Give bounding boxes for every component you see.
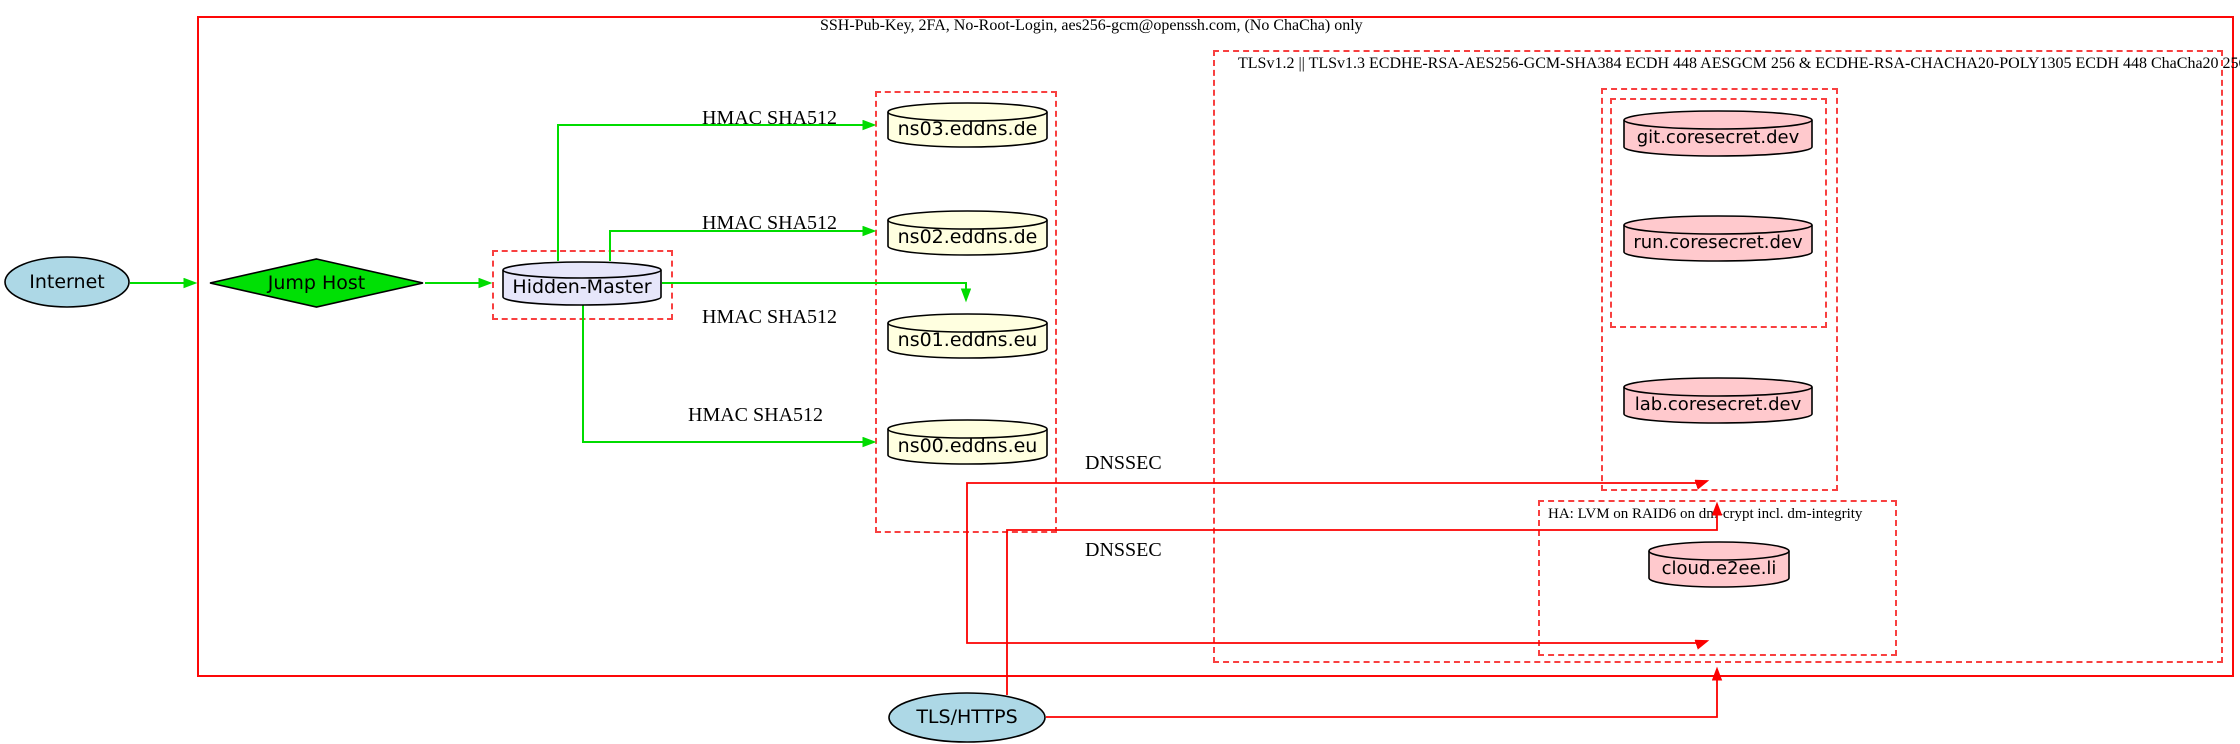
node-lab-coresecret-label: lab.coresecret.dev (1634, 393, 1802, 415)
cylinder-shape (502, 261, 662, 306)
node-ns02-label: ns02.eddns.de (897, 225, 1038, 248)
node-ns03-label: ns03.eddns.de (897, 117, 1038, 140)
cluster-tls-ciphers (1213, 50, 2223, 663)
node-run-coresecret-label: run.coresecret.dev (1633, 231, 1803, 253)
node-run-coresecret: run.coresecret.dev (1623, 215, 1813, 262)
node-ns02: ns02.eddns.de (887, 210, 1048, 256)
node-git-coresecret-label: git.coresecret.dev (1636, 126, 1800, 148)
ellipse-shape (888, 692, 1046, 743)
cluster-tls-label: TLSv1.2 || TLSv1.3 ECDHE-RSA-AES256-GCM-… (1238, 55, 2240, 72)
edge-label-dnssec-coresecret: DNSSEC (1085, 452, 1162, 474)
cylinder-shape (887, 102, 1048, 148)
node-internet-label: Internet (29, 270, 105, 293)
node-tls-https-label: TLS/HTTPS (916, 706, 1018, 728)
edge-label-hmac-ns00: HMAC SHA512 (688, 404, 824, 426)
ellipse-shape (4, 256, 130, 308)
node-git-coresecret: git.coresecret.dev (1623, 110, 1813, 157)
cluster-coresecret-outer (1601, 88, 1838, 491)
cylinder-shape (1623, 215, 1813, 262)
node-ns00-label: ns00.eddns.eu (897, 434, 1038, 457)
node-hidden-master-label: Hidden-Master (512, 276, 652, 298)
node-lab-coresecret: lab.coresecret.dev (1623, 377, 1813, 424)
cluster-ssh-label: SSH-Pub-Key, 2FA, No-Root-Login, aes256-… (820, 17, 1363, 34)
node-cloud-e2ee: cloud.e2ee.li (1648, 541, 1790, 588)
cluster-ha-label: HA: LVM on RAID6 on dm-crypt incl. dm-in… (1548, 506, 1863, 522)
edge-label-hmac-ns01: HMAC SHA512 (702, 306, 838, 328)
node-jump-host: Jump Host (208, 258, 425, 308)
node-ns01: ns01.eddns.eu (887, 313, 1048, 359)
cylinder-shape (887, 210, 1048, 256)
cluster-coresecret-inner (1610, 98, 1827, 328)
cylinder-shape (887, 313, 1048, 359)
cylinder-shape (1623, 110, 1813, 157)
node-hidden-master: Hidden-Master (502, 261, 662, 306)
cluster-ns-pool (875, 91, 1057, 533)
edge-label-hmac-ns02: HMAC SHA512 (702, 212, 838, 234)
node-jump-host-label: Jump Host (267, 271, 366, 294)
node-ns03: ns03.eddns.de (887, 102, 1048, 148)
edge-label-hmac-ns03: HMAC SHA512 (702, 107, 838, 129)
cylinder-shape (1623, 377, 1813, 424)
cylinder-shape (1648, 541, 1790, 588)
node-internet: Internet (4, 256, 130, 308)
edge-label-dnssec-ha: DNSSEC (1085, 539, 1162, 561)
node-tls-https: TLS/HTTPS (888, 692, 1046, 743)
diamond-shape (209, 258, 424, 308)
node-ns00: ns00.eddns.eu (887, 419, 1048, 465)
node-cloud-e2ee-label: cloud.e2ee.li (1661, 557, 1777, 579)
cylinder-shape (887, 419, 1048, 465)
node-ns01-label: ns01.eddns.eu (897, 328, 1038, 351)
